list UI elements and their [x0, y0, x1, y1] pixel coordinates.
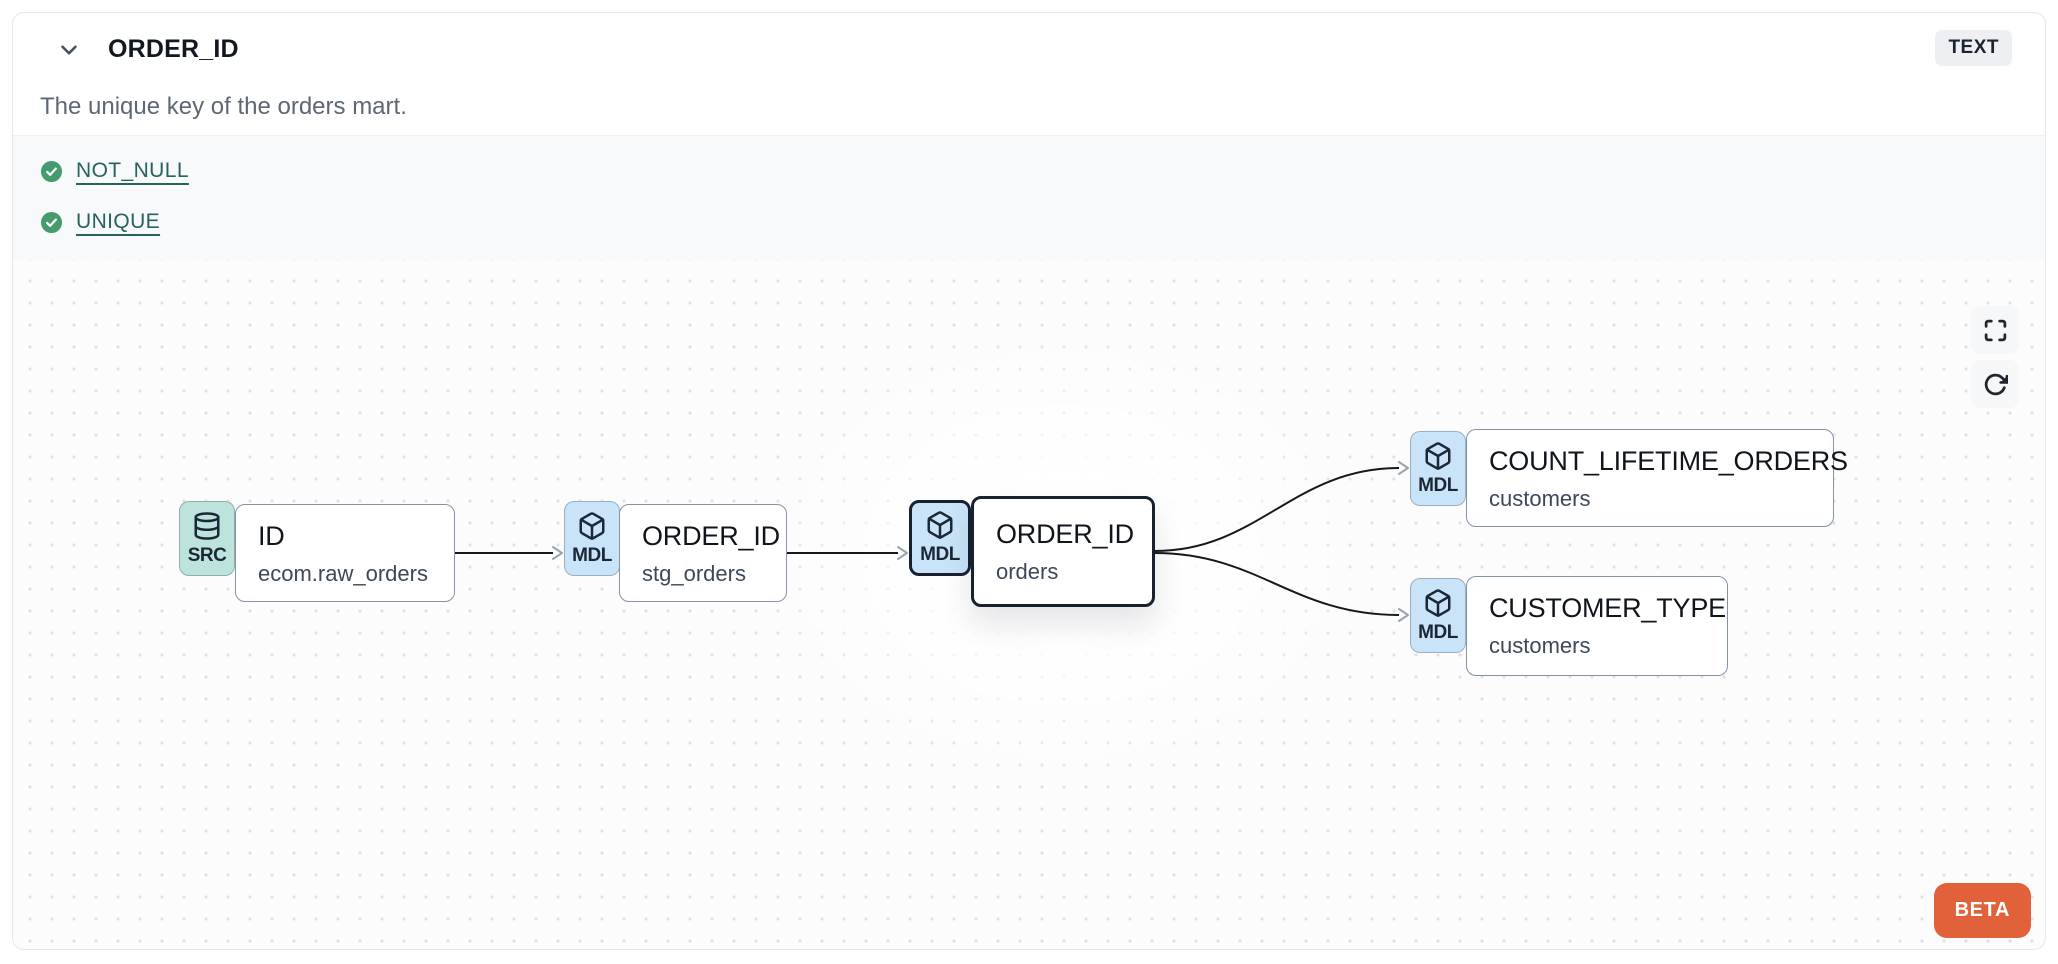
badge-label: MDL — [572, 544, 612, 566]
tests-section: NOT_NULL UNIQUE — [13, 135, 2045, 260]
mdl-badge: MDL — [1410, 431, 1466, 506]
beta-badge: BETA — [1933, 883, 2031, 938]
node-subtitle: stg_orders — [642, 561, 746, 586]
maximize-icon — [1984, 319, 2006, 341]
node-card: CUSTOMER_TYPE customers — [1466, 576, 1728, 676]
collapse-chevron-down-icon[interactable] — [56, 37, 82, 63]
badge-label: MDL — [1418, 474, 1458, 496]
node-title: ID — [258, 521, 285, 551]
refresh-icon — [1984, 373, 2008, 395]
fullscreen-button[interactable] — [1971, 306, 2019, 354]
node-title: ORDER_ID — [996, 519, 1134, 549]
node-card: ORDER_ID stg_orders — [619, 504, 787, 602]
test-link-not-null[interactable]: NOT_NULL — [76, 159, 189, 182]
node-subtitle: customers — [1489, 633, 1591, 658]
canvas-controls — [1971, 306, 2019, 408]
lineage-canvas[interactable]: SRC ID ecom.raw_orders MDL ORDER_ID stg_… — [13, 260, 2045, 949]
node-card: COUNT_LIFETIME_ORDERS customers — [1466, 429, 1848, 527]
node-card: ID ecom.raw_orders — [235, 504, 455, 602]
check-circle-icon — [40, 211, 63, 233]
cube-icon — [579, 511, 605, 540]
node-title: COUNT_LIFETIME_ORDERS — [1489, 446, 1848, 476]
cube-icon — [927, 511, 953, 539]
test-row-unique: UNIQUE — [40, 210, 2045, 234]
node-title: CUSTOMER_TYPE — [1489, 593, 1726, 623]
cube-icon — [1425, 441, 1451, 470]
node-card: ORDER_ID orders — [971, 496, 1155, 607]
mdl-badge: MDL — [909, 500, 971, 576]
check-circle-icon — [40, 160, 63, 182]
node-title: ORDER_ID — [642, 521, 780, 551]
header: ORDER_ID — [56, 35, 239, 64]
badge-label: MDL — [1418, 621, 1458, 643]
badge-label: MDL — [920, 544, 960, 565]
test-row-not-null: NOT_NULL — [40, 159, 2045, 183]
node-subtitle: orders — [996, 559, 1059, 584]
column-title: ORDER_ID — [108, 35, 239, 63]
node-subtitle: ecom.raw_orders — [258, 561, 428, 586]
badge-label: SRC — [187, 544, 227, 566]
mdl-badge: MDL — [1410, 578, 1466, 653]
refresh-button[interactable] — [1971, 360, 2019, 408]
column-type-badge: TEXT — [1935, 30, 2012, 66]
node-subtitle: customers — [1489, 486, 1591, 511]
cube-icon — [1425, 588, 1451, 617]
column-description: The unique key of the orders mart. — [40, 93, 407, 120]
column-details-panel: ORDER_ID TEXT The unique key of the orde… — [12, 12, 2046, 950]
src-badge: SRC — [179, 501, 235, 576]
test-link-unique[interactable]: UNIQUE — [76, 210, 161, 233]
database-icon — [194, 511, 220, 540]
mdl-badge: MDL — [564, 501, 620, 576]
